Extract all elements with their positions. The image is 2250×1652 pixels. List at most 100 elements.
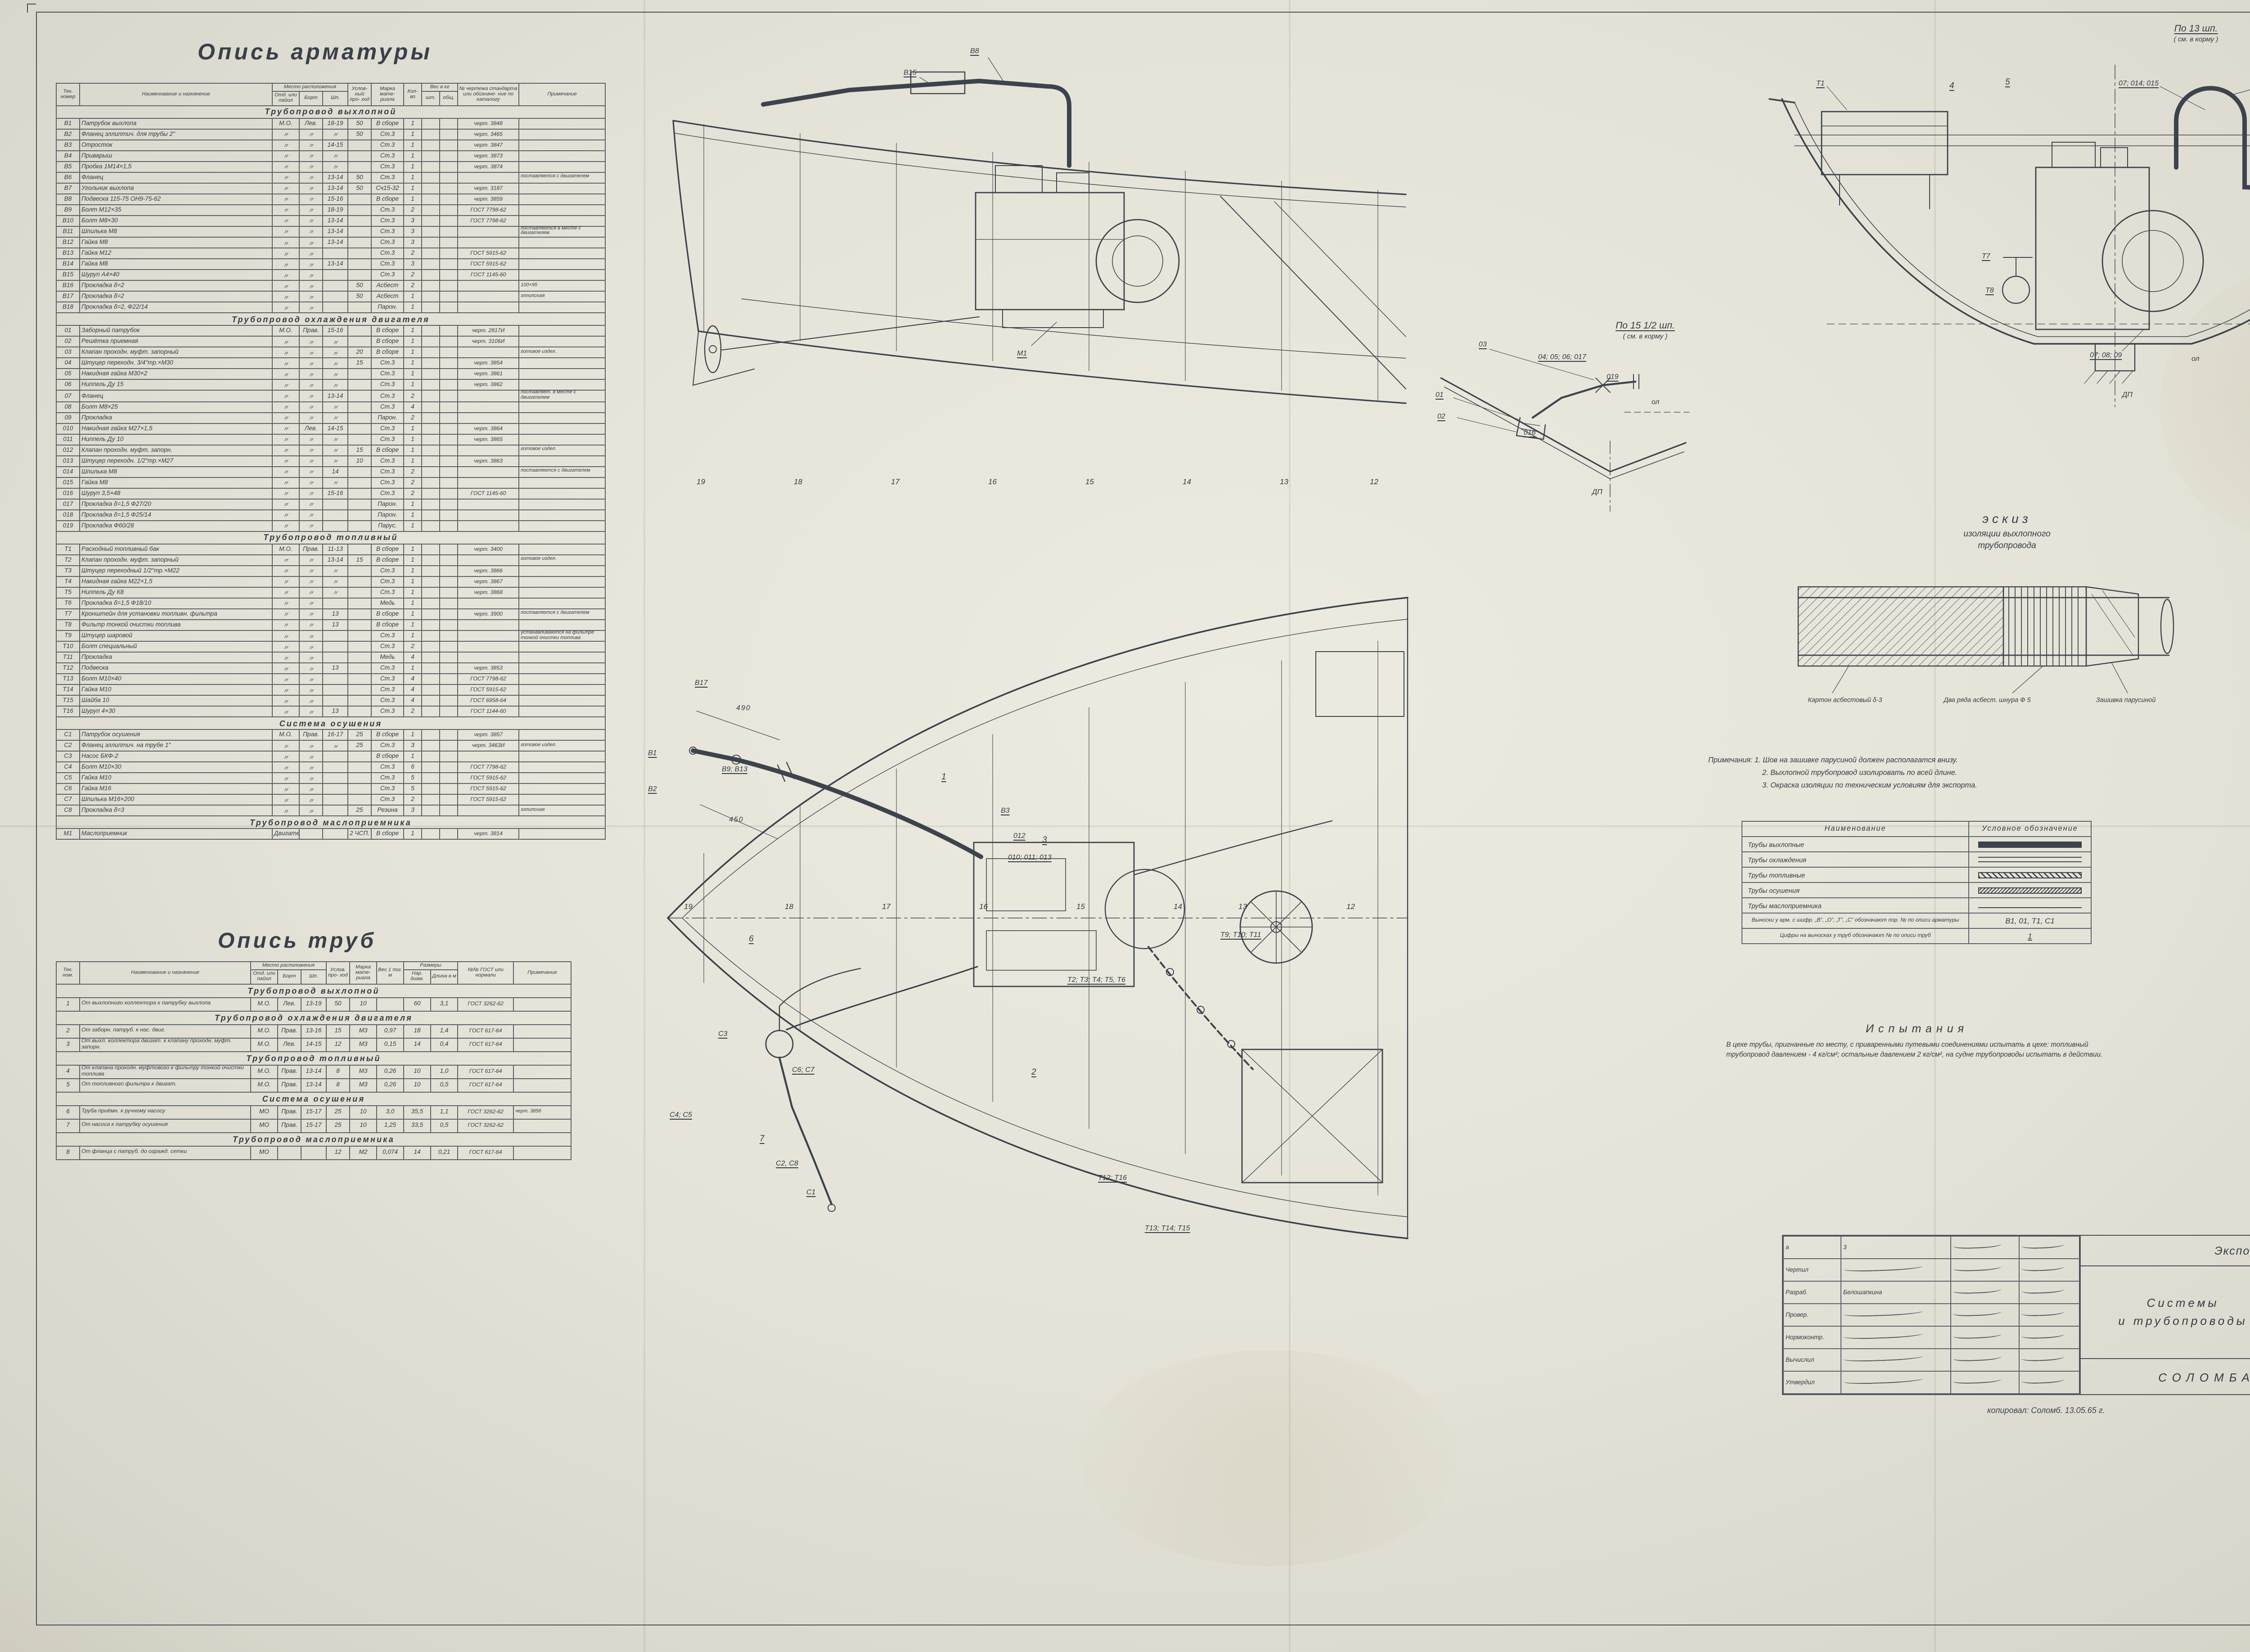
- table-cell: 3,0: [376, 1105, 405, 1120]
- table-cell: В14: [56, 258, 80, 270]
- table-cell: 〃: [272, 706, 300, 718]
- handwritten-signature: [1843, 1262, 1923, 1273]
- table-cell: [457, 412, 520, 424]
- table-cell: 1: [403, 455, 423, 467]
- table-cell: [518, 215, 606, 227]
- table-cell: 1,25: [376, 1118, 405, 1133]
- signature-cell: [2019, 1371, 2081, 1394]
- signature-cell: [1840, 1258, 1951, 1282]
- table-cell: Прокладка δ=2, Ф22/14: [79, 302, 273, 314]
- table-cell: 〃: [322, 128, 349, 140]
- table-cell: [439, 565, 459, 577]
- table-cell: Ст.3: [371, 258, 405, 270]
- table-cell: [439, 673, 459, 685]
- table-cell: 14: [403, 1145, 432, 1160]
- table-cell: 3: [403, 740, 423, 752]
- table-cell: Прокладка δ=1,5 Ф18/10: [79, 597, 273, 609]
- table-cell: [421, 128, 441, 140]
- callout-label: 17: [882, 902, 891, 911]
- cooling-pipe-plan: [786, 820, 1333, 1031]
- table-cell: М.О.: [272, 325, 300, 337]
- table-cell: От выхлопного коллектора к патрубку выхл…: [79, 997, 251, 1012]
- handwritten-signature: [1953, 1330, 2002, 1339]
- table-cell: 1: [403, 828, 423, 840]
- signature-cell: Утвердил: [1783, 1371, 1841, 1394]
- legend-row: Трубы маслоприемника: [1742, 897, 2092, 914]
- table-cell: 〃: [272, 597, 300, 609]
- callout-label: Т7: [1982, 252, 1990, 260]
- table-cell: [421, 117, 441, 130]
- table-cell: 12: [326, 1145, 351, 1160]
- table-cell: 0,15: [376, 1037, 405, 1052]
- insulation-caption: Картон асбестовый δ-3: [1808, 696, 1882, 704]
- table-cell: С3: [56, 751, 80, 763]
- table-cell: Труба приёмн. к ручному насосу: [79, 1105, 251, 1120]
- legend-note-row: Цифры на выносках у труб обозначают № по…: [1742, 928, 2092, 944]
- table-cell: [347, 204, 372, 216]
- callout-label: В2: [648, 785, 657, 793]
- table-cell: 〃: [299, 215, 323, 227]
- table-cell: Т11: [56, 652, 80, 664]
- table-cell: черт. 3873: [457, 150, 520, 162]
- table-cell: готовое издел.: [518, 554, 606, 566]
- table-cell: [421, 520, 441, 532]
- note-line: 2. Выхлопной трубопровод изолировать по …: [1762, 769, 1958, 777]
- table-cell: 〃: [299, 641, 323, 653]
- signature-cell: [2019, 1303, 2081, 1327]
- table-cell: [439, 325, 459, 337]
- callout-label: С1: [806, 1188, 816, 1196]
- table-cell: [322, 794, 349, 806]
- table-cell: Ст.3: [371, 204, 405, 216]
- table-cell: 1: [403, 608, 423, 620]
- table-cell: В12: [56, 237, 80, 249]
- table-cell: [347, 783, 372, 795]
- table-cell: 0,26: [376, 1064, 405, 1079]
- table-cell: 4: [403, 684, 423, 696]
- legend-row: Трубы выхлопные: [1742, 836, 2092, 852]
- table-cell: 〃: [299, 597, 323, 609]
- table-cell: 2: [403, 248, 423, 260]
- table-cell: Патрубок выхлопа: [79, 117, 273, 130]
- table-cell: [518, 258, 606, 270]
- table-cell: В сборе: [371, 193, 405, 205]
- callout-label: 14: [1174, 902, 1182, 911]
- table-cell: [518, 182, 606, 194]
- table-cell: 1: [403, 630, 423, 642]
- table-cell: 25: [347, 805, 372, 817]
- table-cell: 13-14: [322, 390, 349, 402]
- table-cell: 〃: [299, 695, 323, 707]
- table-cell: 〃: [299, 740, 323, 752]
- fuel-tank-plan: [1241, 1049, 1383, 1184]
- table-cell: Сч15-32: [371, 182, 405, 194]
- table-cell: М3: [349, 1024, 378, 1039]
- table-cell: [439, 128, 459, 140]
- fittings-list-title: Опись арматуры: [197, 40, 433, 65]
- table-cell: От выхл. коллектора двигат. к клапану пр…: [79, 1037, 251, 1052]
- table-cell: [439, 520, 459, 532]
- legend-row: Трубы охлаждения: [1742, 851, 2092, 868]
- table-cell: [518, 412, 606, 424]
- table-cell: [439, 576, 459, 588]
- table-cell: 33,5: [403, 1118, 432, 1133]
- callout-label: С2, С8: [776, 1159, 798, 1167]
- table-cell: Болт М8×25: [79, 401, 273, 413]
- callout-label: 16: [988, 477, 997, 486]
- table-cell: [322, 673, 349, 685]
- table-cell: 〃: [299, 509, 323, 521]
- legend-table: Наименование Условное обозначение Трубы …: [1742, 821, 2092, 944]
- table-cell: [322, 597, 349, 609]
- table-cell: ГОСТ 7798-62: [457, 215, 520, 227]
- table-cell: Парон.: [371, 412, 405, 424]
- table-cell: 2: [403, 706, 423, 718]
- table-cell: черт. 3814: [457, 828, 520, 840]
- table-cell: черт. 3868: [457, 586, 520, 599]
- table-cell: 6: [56, 1105, 80, 1120]
- table-cell: 50: [347, 171, 372, 184]
- table-cell: 〃: [299, 390, 323, 402]
- table-cell: Кронштейн для установки топливн. фильтра: [79, 608, 273, 620]
- table-cell: 〃: [322, 444, 349, 456]
